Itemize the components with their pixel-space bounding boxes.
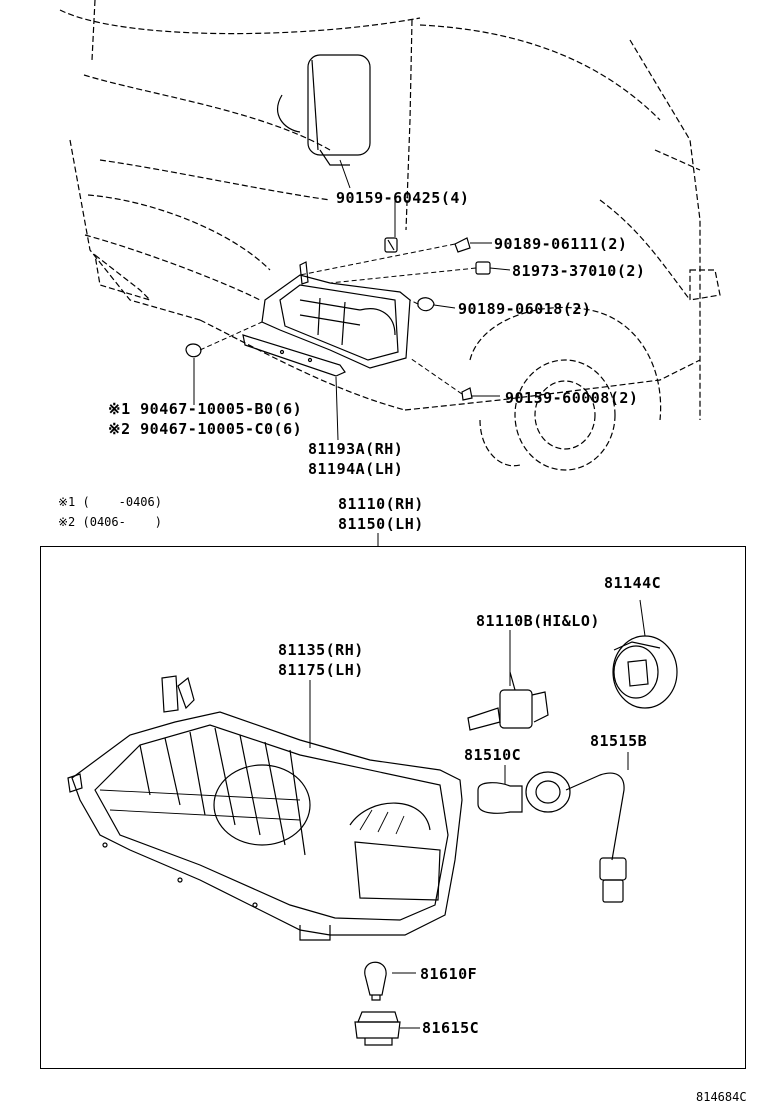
label-81515b: 81515B xyxy=(590,732,648,750)
signal-bulb-and-socket-illustration xyxy=(477,771,627,903)
label-81175-lh: 81175(LH) xyxy=(278,661,364,679)
leader-lines-box xyxy=(309,599,646,1029)
side-mirror-illustration xyxy=(277,54,371,166)
wedge-bulb-illustration xyxy=(364,961,387,1001)
label-90159-60425: 90159-60425(4) xyxy=(336,189,470,207)
label-81144c: 81144C xyxy=(604,574,662,592)
headlamp-exploded-view xyxy=(185,237,491,401)
label-81110b: 81110B(HI&LO) xyxy=(476,612,600,630)
label-90467-10005-c0: ※2 90467-10005-C0(6) xyxy=(108,420,303,438)
label-81973-37010: 81973-37010(2) xyxy=(512,262,646,280)
label-90159-60008: 90159-60008(2) xyxy=(505,389,639,407)
label-90189-06111: 90189-06111(2) xyxy=(494,235,628,253)
label-81610f: 81610F xyxy=(420,965,478,983)
headlamp-unit-illustration xyxy=(67,675,463,941)
wedge-bulb-socket-illustration xyxy=(354,1011,401,1046)
label-81194a-lh: 81194A(LH) xyxy=(308,460,404,478)
headlamp-assembly-box xyxy=(40,546,746,1069)
drawing-id: 814684C xyxy=(696,1090,747,1104)
note-2: ※2 (0406- ) xyxy=(58,515,162,529)
leader-lines-upper xyxy=(193,159,511,441)
label-81193a-rh: 81193A(RH) xyxy=(308,440,404,458)
vehicle-front-illustration xyxy=(59,0,721,471)
hi-lo-bulb-illustration xyxy=(467,671,549,731)
label-81135-rh: 81135(RH) xyxy=(278,641,364,659)
label-assembly-lh: 81150(LH) xyxy=(338,515,424,533)
label-81615c: 81615C xyxy=(422,1019,480,1037)
label-81510c: 81510C xyxy=(464,746,522,764)
label-assembly-rh: 81110(RH) xyxy=(338,495,424,513)
label-90189-06018: 90189-06018(2) xyxy=(458,300,592,318)
label-90467-10005-b0: ※1 90467-10005-B0(6) xyxy=(108,400,303,418)
note-1: ※1 ( -0406) xyxy=(58,495,162,509)
assembly-guide-lines xyxy=(199,243,477,395)
